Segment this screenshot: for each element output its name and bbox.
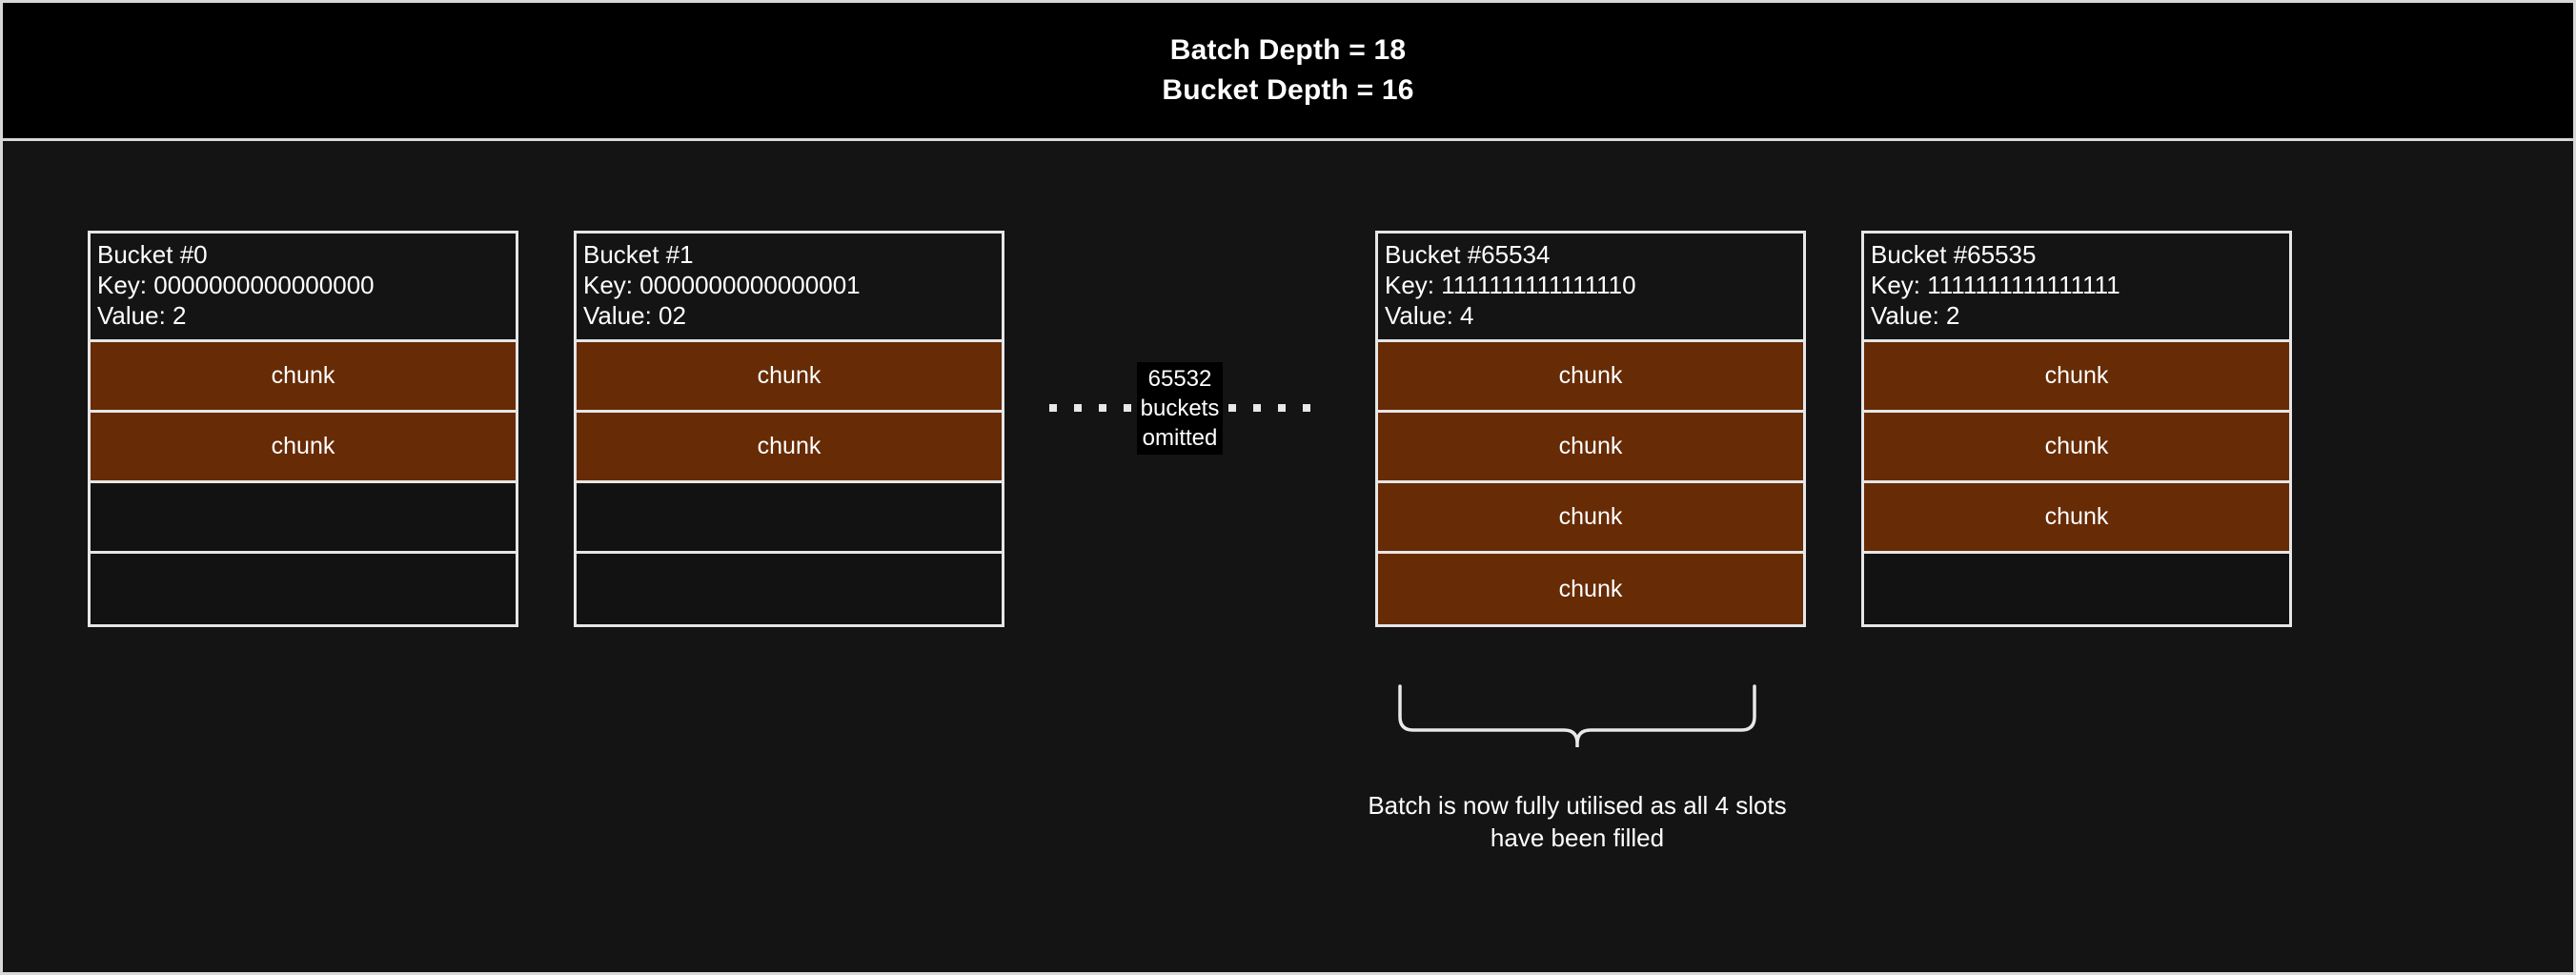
bucket-slots-65535: chunk chunk chunk (1864, 342, 2289, 624)
ellipsis-dot-icon (1123, 404, 1131, 412)
dots-left (1048, 404, 1131, 412)
empty-slot[interactable] (91, 483, 516, 554)
batch-depth-label: Batch Depth = 18 (1169, 34, 1407, 66)
bucket-value-65535: Value: 2 (1871, 301, 1960, 330)
ellipsis-dot-icon (1048, 404, 1057, 412)
chunk-label: chunk (2044, 433, 2109, 459)
bucket-depth-label: Bucket Depth = 16 (1162, 74, 1414, 106)
chunk-slot[interactable]: chunk (91, 413, 516, 483)
chunk-slot[interactable]: chunk (91, 342, 516, 413)
omitted-count-label: 65532 buckets omitted (1136, 361, 1224, 455)
chunk-slot[interactable]: chunk (1864, 413, 2289, 483)
bucket-key-1: Key: 0000000000000001 (583, 271, 861, 299)
bucket-header-65535: Bucket #65535 Key: 1111111111111111 Valu… (1864, 234, 2289, 342)
chunk-slot[interactable]: chunk (1378, 483, 1803, 554)
dots-right (1228, 404, 1311, 412)
ellipsis-dot-icon (1228, 404, 1237, 412)
bucket-key-0: Key: 0000000000000000 (97, 271, 375, 299)
bucket-header-65534: Bucket #65534 Key: 1111111111111110 Valu… (1378, 234, 1803, 342)
bucket-slots-1: chunk chunk (577, 342, 1002, 624)
chunk-slot[interactable]: chunk (577, 413, 1002, 483)
header-banner: Batch Depth = 18 Bucket Depth = 16 (3, 3, 2573, 141)
chunk-slot[interactable]: chunk (577, 342, 1002, 413)
chunk-label: chunk (757, 362, 821, 389)
bucket-card-65535[interactable]: Bucket #65535 Key: 1111111111111111 Valu… (1861, 231, 2292, 627)
bucket-value-1: Value: 02 (583, 301, 686, 330)
bucket-card-65534[interactable]: Bucket #65534 Key: 1111111111111110 Valu… (1375, 231, 1806, 627)
chunk-slot[interactable]: chunk (1864, 483, 2289, 554)
chunk-slot[interactable]: chunk (1378, 554, 1803, 624)
bucket-title-65534: Bucket #65534 (1385, 240, 1551, 269)
chunk-label: chunk (271, 362, 335, 389)
ellipsis-dot-icon (1278, 404, 1287, 412)
chunk-label: chunk (271, 433, 335, 459)
bucket-value-65534: Value: 4 (1385, 301, 1474, 330)
ellipsis-dot-icon (1098, 404, 1106, 412)
bucket-card-0[interactable]: Bucket #0 Key: 0000000000000000 Value: 2… (88, 231, 518, 627)
bucket-header-1: Bucket #1 Key: 0000000000000001 Value: 0… (577, 234, 1002, 342)
chunk-label: chunk (2044, 362, 2109, 389)
ellipsis-dot-icon (1303, 404, 1311, 412)
bucket-title-0: Bucket #0 (97, 240, 208, 269)
chunk-label: chunk (1558, 575, 1623, 602)
annotation-caption: Batch is now fully utilised as all 4 slo… (1368, 791, 1787, 852)
bucket-title-65535: Bucket #65535 (1871, 240, 2037, 269)
bucket-key-65534: Key: 1111111111111110 (1385, 271, 1636, 299)
chunk-label: chunk (1558, 503, 1623, 530)
chunk-label: chunk (1558, 362, 1623, 389)
bucket-value-0: Value: 2 (97, 301, 187, 330)
chunk-slot[interactable]: chunk (1378, 413, 1803, 483)
chunk-slot[interactable]: chunk (1864, 342, 2289, 413)
empty-slot[interactable] (577, 554, 1002, 624)
curly-brace-icon (1398, 684, 1756, 747)
empty-slot[interactable] (577, 483, 1002, 554)
ellipsis-dot-icon (1073, 404, 1082, 412)
bucket-slots-0: chunk chunk (91, 342, 516, 624)
bucket-key-65535: Key: 1111111111111111 (1871, 271, 2120, 299)
chunk-label: chunk (757, 433, 821, 459)
chunk-label: chunk (1558, 433, 1623, 459)
bucket-slots-65534: chunk chunk chunk chunk (1378, 342, 1803, 624)
chunk-label: chunk (2044, 503, 2109, 530)
chunk-slot[interactable]: chunk (1378, 342, 1803, 413)
bucket-header-0: Bucket #0 Key: 0000000000000000 Value: 2 (91, 234, 516, 342)
omitted-buckets-marker: 65532 buckets omitted (1027, 346, 1332, 470)
ellipsis-dot-icon (1253, 404, 1262, 412)
empty-slot[interactable] (91, 554, 516, 624)
bucket-card-1[interactable]: Bucket #1 Key: 0000000000000001 Value: 0… (574, 231, 1004, 627)
empty-slot[interactable] (1864, 554, 2289, 624)
bucket-title-1: Bucket #1 (583, 240, 694, 269)
